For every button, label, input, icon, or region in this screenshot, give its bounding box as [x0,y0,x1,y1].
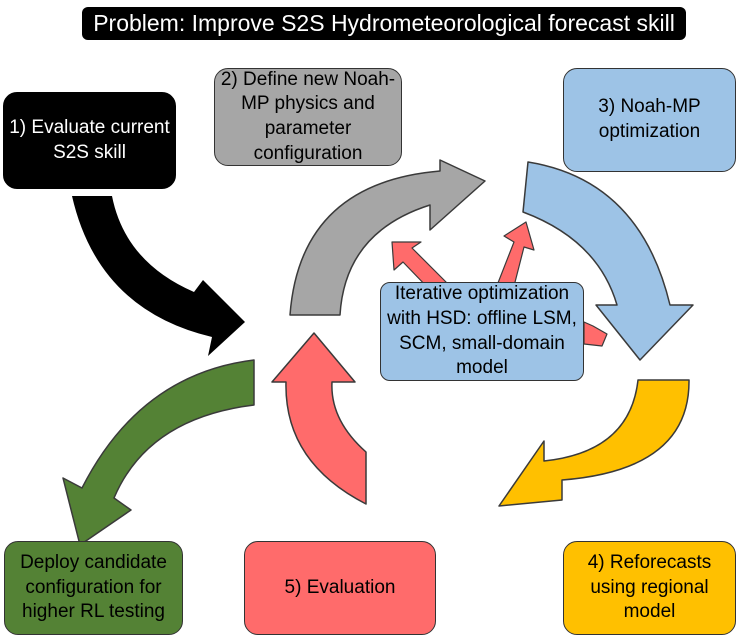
arrow-optimize-to-reforecasts [522,161,694,361]
arrow-evaluation-to-cycle [271,332,367,505]
step-deploy-candidate: Deploy candidate configuration for highe… [4,541,183,635]
step-evaluate-skill: 1) Evaluate current S2S skill [3,92,176,189]
arrow-evaluate-to-cycle [72,196,245,356]
arrow-reforecasts-to-evaluation [498,379,690,507]
diagram-title: Problem: Improve S2S Hydrometeorological… [82,7,686,40]
step-noah-mp-optimization: 3) Noah-MP optimization [563,68,736,172]
step-define-physics: 2) Define new Noah- MP physics and param… [214,68,402,166]
step-reforecasts: 4) Reforecasts using regional model [563,541,736,635]
iterative-optimization-box: Iterative optimization with HSD: offline… [380,282,584,381]
arrow-cycle-to-deploy [62,359,255,546]
iteration-arrow-left [391,241,447,291]
iteration-arrow-lower-right [583,321,608,347]
arrow-define-to-optimize [289,159,486,316]
step-evaluation: 5) Evaluation [244,541,436,635]
